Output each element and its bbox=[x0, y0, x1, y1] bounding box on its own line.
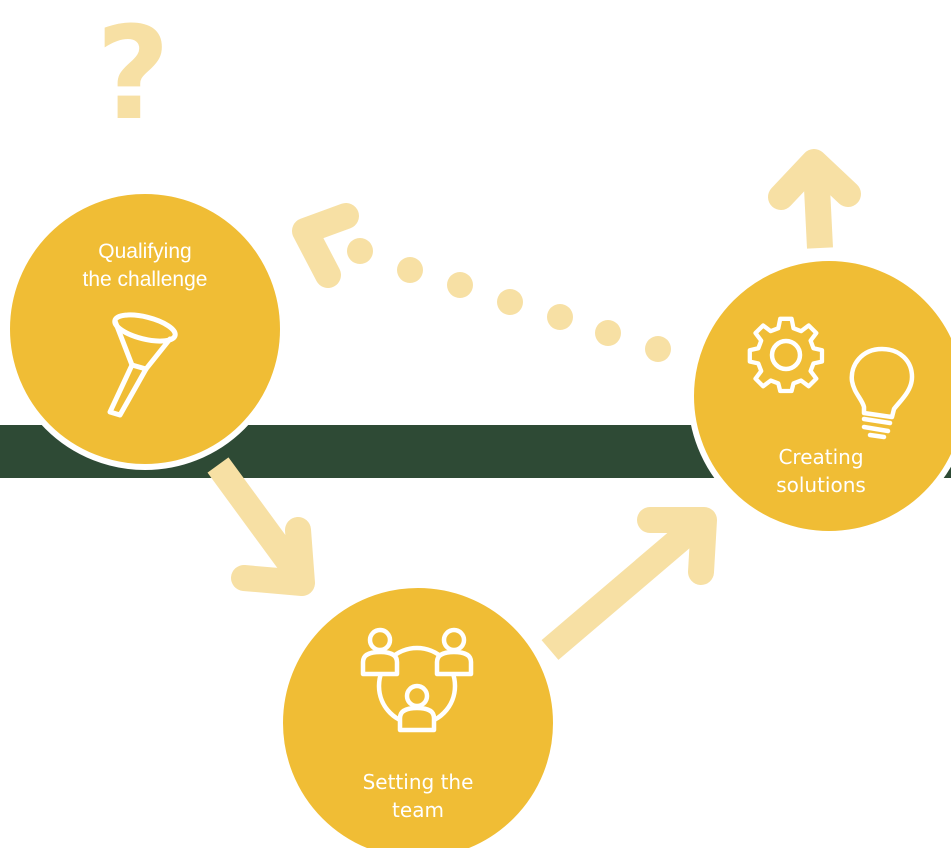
dot bbox=[447, 272, 473, 298]
step-creating-label: Creating solutions bbox=[776, 445, 866, 497]
dot bbox=[397, 257, 423, 283]
diagonal-up-arrow bbox=[541, 507, 717, 660]
step-team-node: Setting the team bbox=[277, 582, 559, 848]
arrowhead-left-icon bbox=[292, 203, 359, 288]
step-creating-node: Creating solutions bbox=[688, 255, 951, 537]
team-network-icon bbox=[360, 627, 474, 733]
dot bbox=[347, 238, 373, 264]
gear-icon bbox=[747, 316, 825, 394]
dotted-return-arrow bbox=[292, 203, 671, 362]
lightbulb-icon bbox=[849, 346, 915, 440]
step-team-label: Setting the team bbox=[362, 770, 474, 822]
dot bbox=[497, 289, 523, 315]
down-arrow bbox=[207, 457, 315, 596]
question-mark-icon: ? bbox=[96, 0, 170, 149]
dot bbox=[595, 320, 621, 346]
dot bbox=[645, 336, 671, 362]
dot bbox=[547, 304, 573, 330]
up-arrow bbox=[768, 149, 861, 249]
step-qualifying-label: Qualifying the challenge bbox=[82, 240, 208, 291]
funnel-icon bbox=[107, 312, 178, 418]
step-qualifying-node: Qualifying the challenge bbox=[4, 188, 286, 470]
